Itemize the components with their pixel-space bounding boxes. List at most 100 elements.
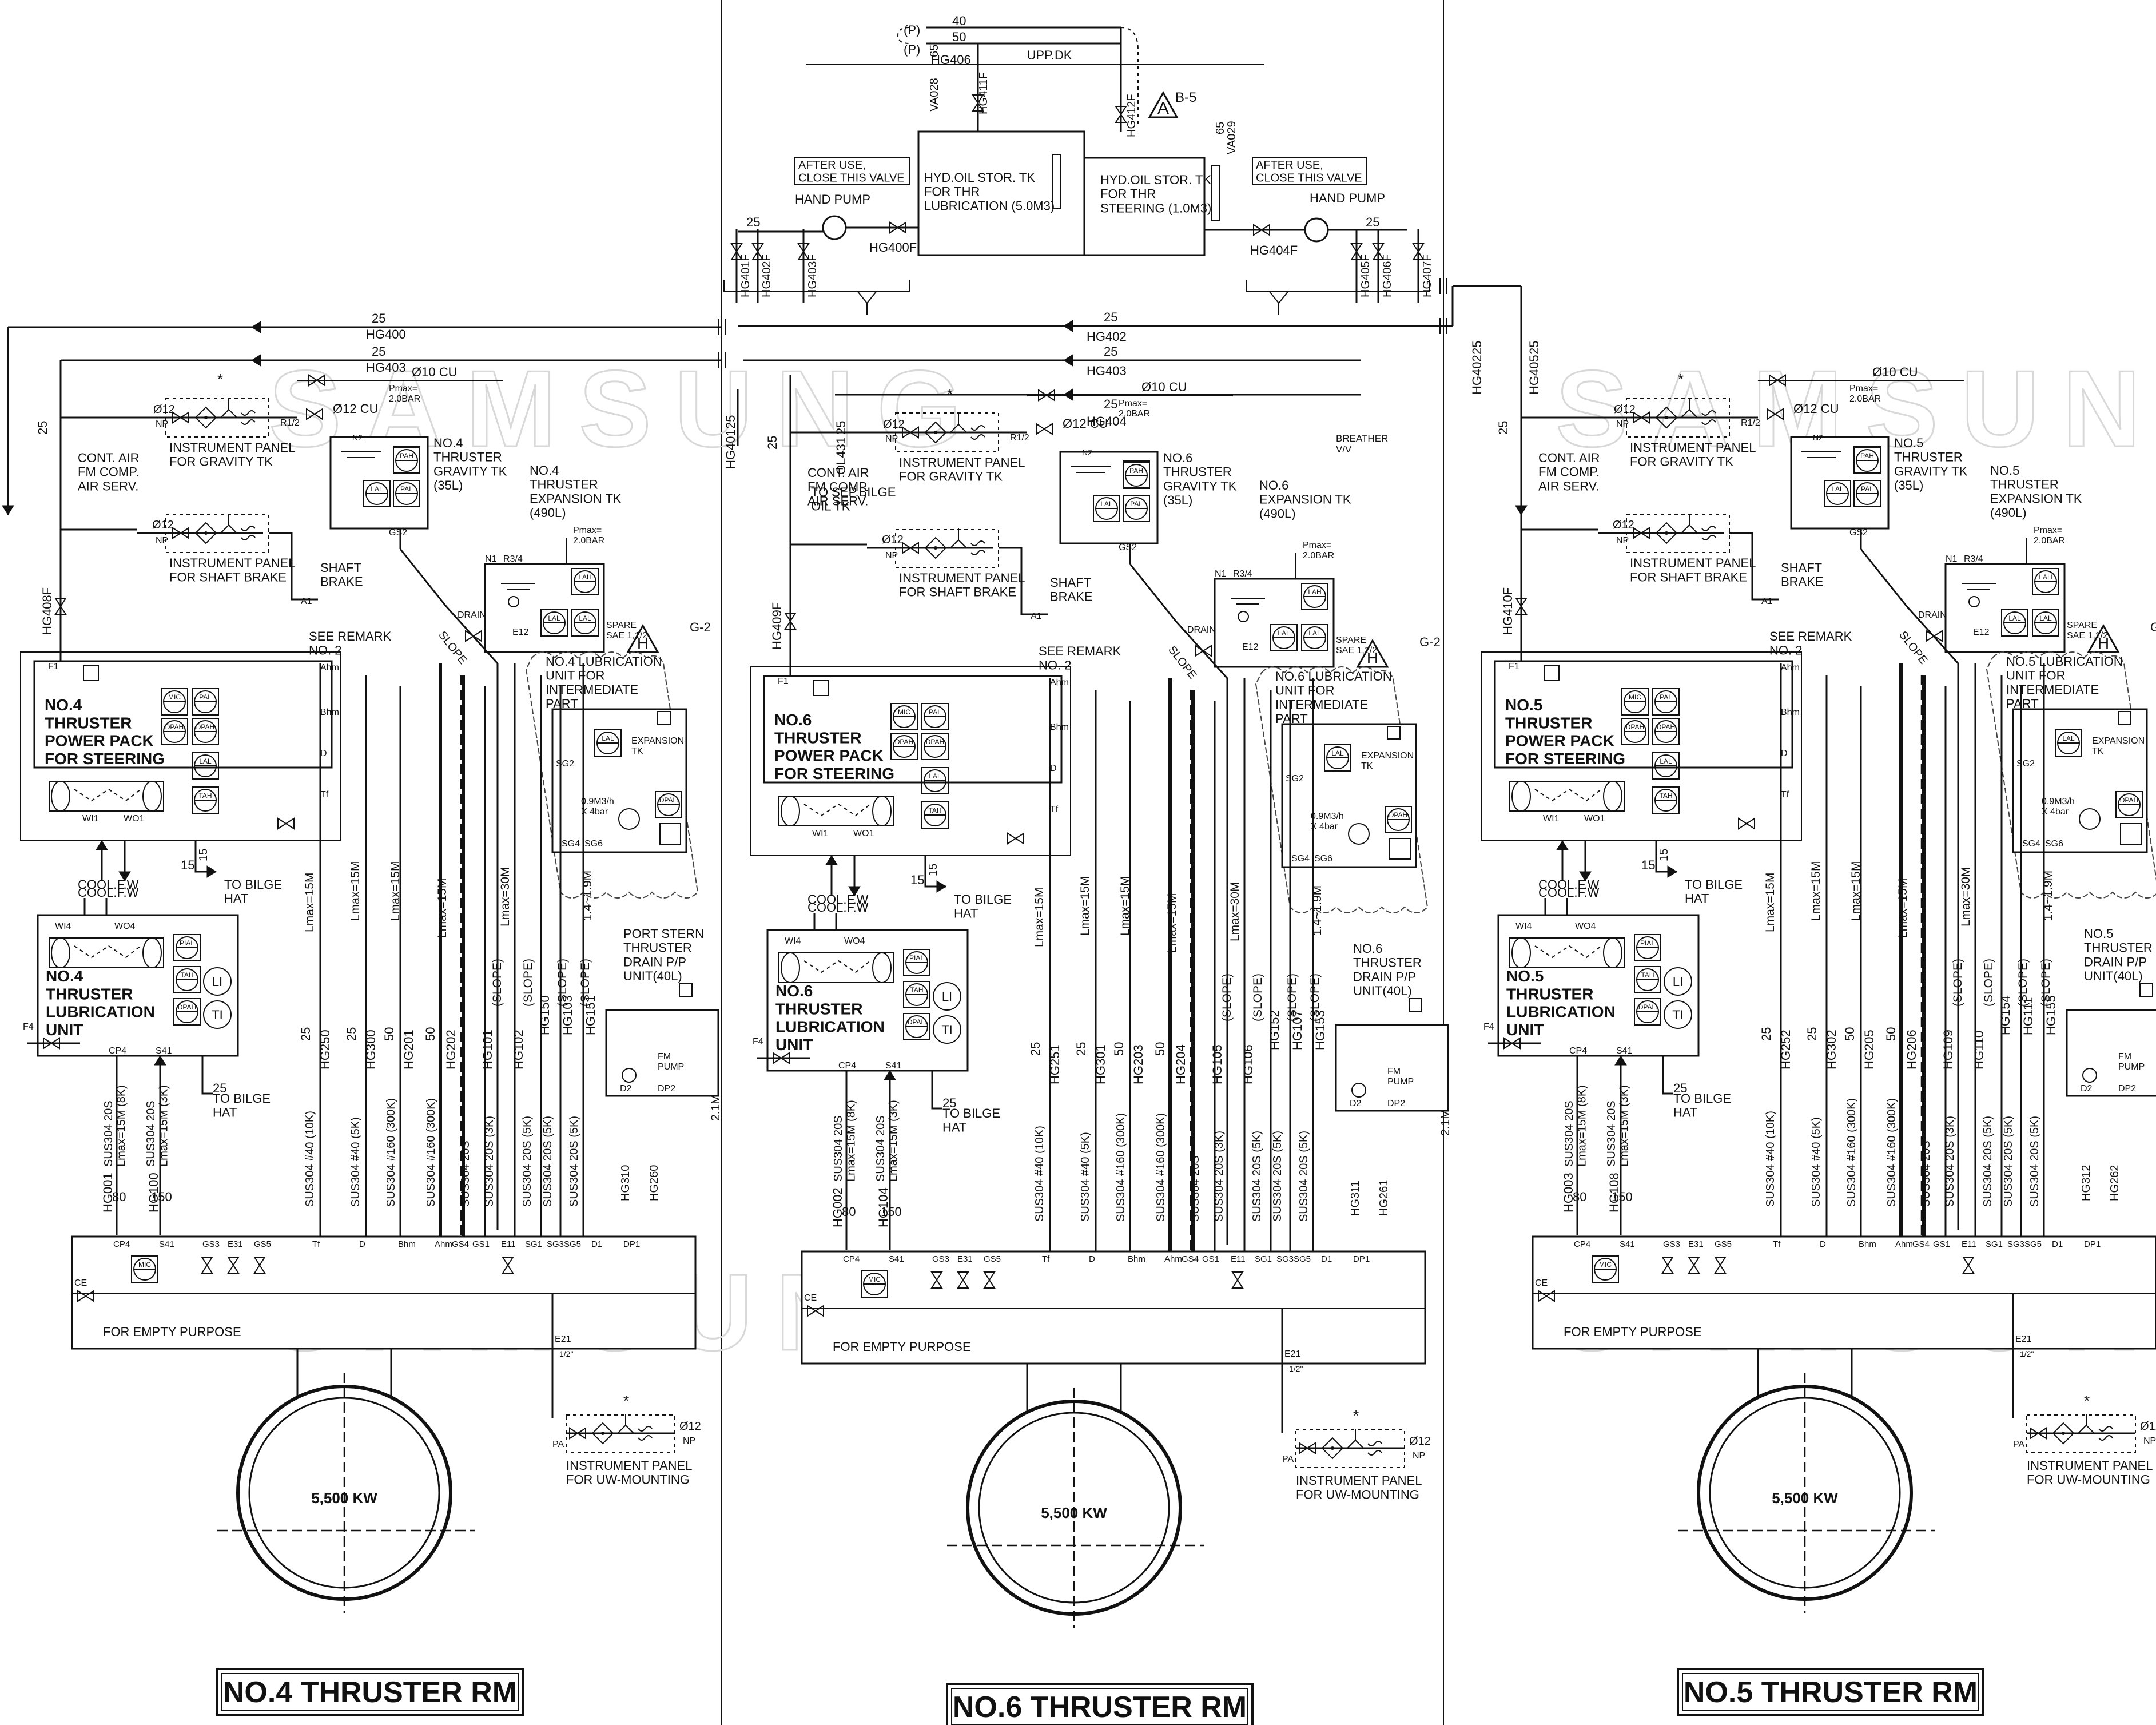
motor-icon (2139, 983, 2153, 997)
valve-icon (465, 630, 482, 642)
pipe-size: Ø12 (1614, 403, 1636, 416)
instrument-frame (1652, 786, 1680, 814)
pipe-note: Lmax=15M (1033, 888, 1046, 947)
level-indicator-icon: LI (1664, 967, 1692, 996)
tag: N1 (485, 554, 497, 564)
port-tag: E11 (501, 1239, 516, 1249)
line-tag: HG003 (1561, 1172, 1576, 1213)
pipe-spec: SUS304 20SLmax=15M (8K) (1563, 1085, 1588, 1167)
valve-icon (807, 1305, 824, 1317)
brake-line (269, 532, 318, 601)
instrument-tag: PAH (1129, 467, 1143, 475)
size-tag: 25 (1104, 397, 1117, 411)
pipe-spec: SUS304 #160 (300K) (385, 1098, 397, 1207)
instrument-tag: DPAH (165, 723, 184, 731)
indicator-circle-icon (203, 967, 232, 996)
cool-fw-label: COOL.F.W (807, 900, 869, 915)
valve-body-icon (54, 598, 67, 615)
valve-icon (1195, 645, 1212, 657)
valve-icon (972, 94, 984, 112)
pipe-spec: SUS304 20S (5K) (1982, 1116, 1994, 1207)
instrument-frame (1093, 495, 1120, 522)
bilge-line (931, 1071, 942, 1110)
intermediate-cloud (1255, 666, 1429, 913)
size-tag: 150 (881, 1205, 902, 1219)
valve-body-icon (1038, 389, 1055, 402)
valve-icon (730, 243, 743, 260)
instrument-tag: LAL (1100, 500, 1113, 508)
valve-icon (1007, 832, 1024, 845)
port-tag: Tf (1773, 1239, 1781, 1249)
instrument-frame (1853, 480, 1881, 507)
pipe-note: 1.4~1.9M (2042, 871, 2055, 921)
valve-tag: HG401F (739, 254, 752, 297)
instrument-tag: DPAH (1657, 723, 1675, 731)
filter-regulator-set-icon (1633, 398, 1716, 429)
size-tag: 15 (927, 864, 940, 876)
tag: D2 (620, 1084, 632, 1094)
port-icon (508, 596, 519, 607)
filter-dot-icon (204, 416, 208, 419)
pipe-size: Ø12 (1409, 1435, 1431, 1448)
instrument-frame (1652, 688, 1680, 716)
flow-arrow-icon (848, 886, 861, 896)
valve-body-icon (972, 94, 984, 112)
line-tag: HG403 (366, 360, 406, 375)
instrument-frame (363, 480, 391, 507)
star-note: * (1353, 1407, 1359, 1424)
line-tag: HG111 (2021, 997, 2035, 1035)
filter-dot-icon (934, 431, 937, 434)
cooler-end-icon (1603, 937, 1622, 968)
cool-fw-label: COOL.F.W (78, 885, 139, 900)
valve-tag: HG406F (1381, 254, 1394, 297)
callout-triangle-icon (626, 623, 659, 653)
bilge-line (201, 1056, 213, 1095)
port-tag: GS4 (452, 1239, 469, 1249)
panel-outline (566, 1414, 675, 1453)
instrument-frame (2001, 609, 2028, 637)
pmax-note: Pmax=2.0BAR (1303, 540, 1334, 561)
line-size-label: 50 (952, 30, 966, 44)
motor-icon (2118, 711, 2131, 725)
panel-outline (1626, 514, 1730, 553)
tag: SG2 (556, 759, 574, 769)
tag: SG4 (2022, 839, 2040, 849)
port-tag: Ahm (1781, 663, 1800, 673)
valve-icon (308, 374, 325, 387)
instrument-tag: PAL (929, 708, 941, 716)
intermediate-unit (2012, 708, 2148, 853)
tag: S41 (156, 1046, 172, 1056)
filter-regulator-set-icon (902, 413, 985, 444)
valve-icon (201, 1257, 213, 1274)
tag: WO4 (844, 936, 865, 946)
instrument-tag: PAL (199, 693, 212, 701)
callout-ref: G-2 (690, 620, 711, 634)
instrument-icon: LAL (921, 767, 949, 794)
instrument-frame (2032, 609, 2059, 637)
port-tag: D (1820, 1239, 1826, 1249)
size-tag: 80 (112, 1190, 126, 1204)
instrument-frame (161, 688, 188, 716)
tag: A1 (1031, 611, 1042, 621)
valve-icon (1738, 817, 1755, 830)
panel-outline (165, 514, 269, 553)
slope-label: SLOPE (1165, 644, 1199, 682)
port-tag: D (1089, 1254, 1095, 1264)
motor-icon (679, 983, 693, 997)
instrument-tag: DPAH (196, 723, 214, 731)
instrument-icon: MIC (1592, 1255, 1619, 1283)
pipe-spec: SUS304 20SLmax=15M (8K) (102, 1085, 128, 1167)
instrument-tag: LAL (1831, 485, 1844, 493)
line-tag: HG260 (648, 1165, 661, 1201)
tag: CE (804, 1293, 817, 1303)
line-tag: HG252 (1779, 1030, 1793, 1070)
flow-arrow-icon (206, 865, 217, 878)
